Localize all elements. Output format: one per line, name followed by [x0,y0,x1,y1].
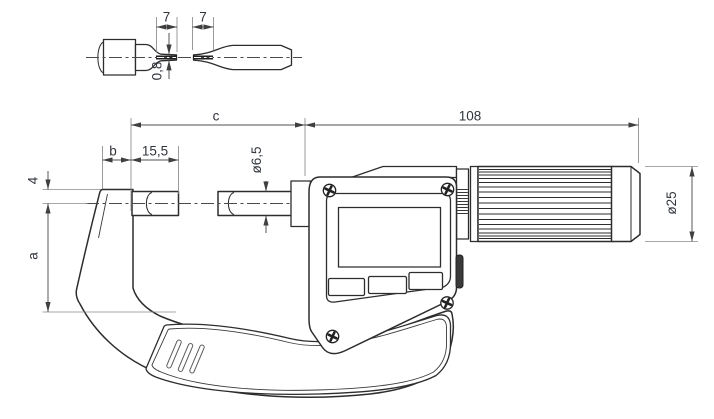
ratchet-cap [610,165,641,243]
grip-slots [166,339,205,374]
display-button-2 [367,275,408,295]
housing-screws [322,182,455,344]
display-button-3 [408,271,444,291]
side-button [455,254,464,289]
detail-dimensions: 7 7 0,8 [150,10,214,81]
dim-label-face-offset: 4 [26,176,41,184]
thimble-knurling [479,169,611,239]
dim-label-c: c [213,109,220,124]
thimble [477,165,613,243]
lcd-display [337,206,442,268]
dim-label-tip-width-left: 7 [163,10,171,25]
screw-icon [440,182,455,197]
anvil-arc [145,192,153,215]
dim-label-b: b [109,144,117,159]
frame-edge-line [98,193,108,239]
dim-label-a: a [26,252,41,260]
dim-label-thimble-diameter: ø25 [664,191,679,214]
dim-label-anvil-length: 15,5 [142,144,168,159]
dim-label-spindle-diameter: ø6,5 [249,146,264,173]
thimble-edge [469,165,479,243]
display-unit [308,176,464,355]
grip-plate [145,314,452,395]
collar [455,168,470,240]
main-dimensions: c 108 b 15,5 ø6,5 4 a ø25 [26,109,698,313]
dim-label-tip-thickness: 0,8 [150,62,165,81]
body-top [350,165,458,179]
dim-label-overall-length: 108 [459,109,482,124]
screw-icon [440,296,454,310]
dim-label-tip-width-right: 7 [199,10,207,25]
detail-view: 7 7 0,8 [86,10,302,81]
spindle-boss [290,180,312,228]
thimble-assembly [455,165,641,243]
main-view: c 108 b 15,5 ø6,5 4 a ø25 [26,109,698,398]
collar-ribs [457,189,468,214]
screw-icon [322,183,337,198]
screw-icon [325,329,340,344]
display-button-1 [327,277,366,297]
